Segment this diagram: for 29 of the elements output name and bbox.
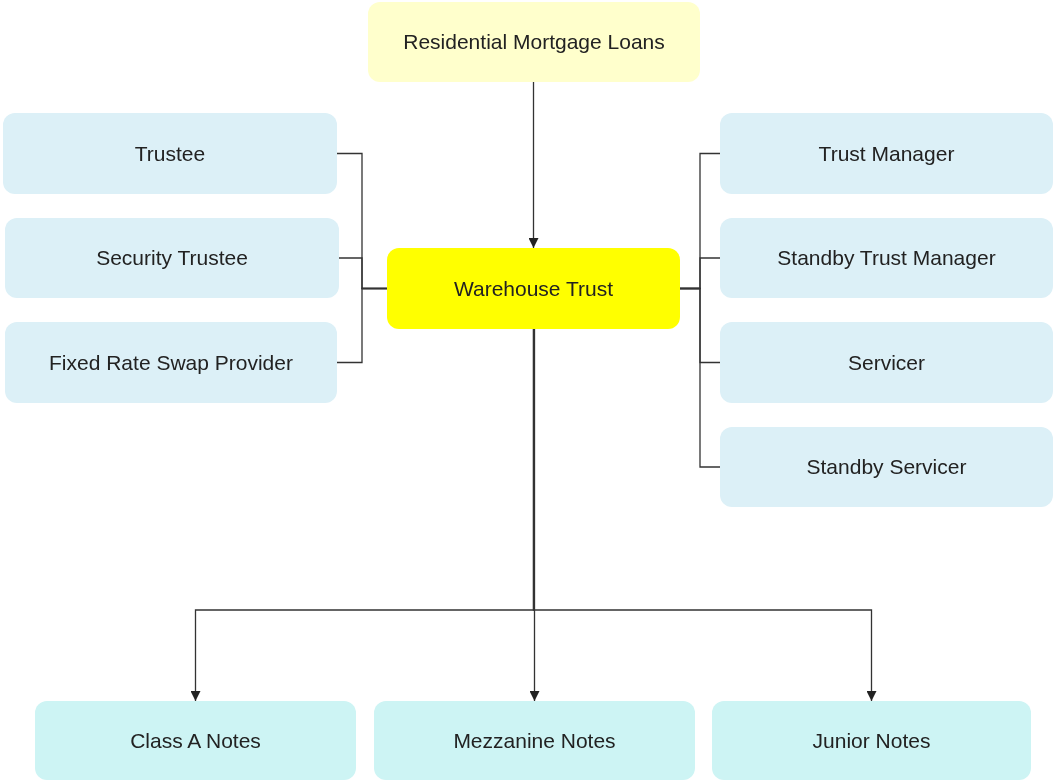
node-label: Security Trustee — [96, 245, 248, 272]
party-box — [3, 113, 337, 194]
party-box — [5, 218, 339, 298]
source-box — [368, 2, 700, 82]
node-label: Mezzanine Notes — [453, 727, 616, 754]
notes-box — [35, 701, 356, 780]
notes-box — [374, 701, 695, 780]
node-label: Standby Trust Manager — [777, 245, 996, 272]
arrow — [532, 328, 877, 702]
node-label: Fixed Rate Swap Provider — [49, 349, 293, 376]
notes-box — [712, 701, 1031, 780]
party-box — [720, 218, 1053, 298]
node-label: Trust Manager — [818, 140, 955, 167]
arrow — [529, 328, 540, 702]
node-label: Class A Notes — [130, 727, 261, 754]
node-label: Standby Servicer — [806, 454, 967, 481]
trust-box — [387, 248, 680, 329]
arrow — [528, 81, 539, 249]
party-box — [720, 427, 1053, 507]
party-box — [720, 113, 1053, 194]
party-box — [720, 322, 1053, 403]
party-box — [5, 322, 337, 403]
connector-line — [679, 287, 721, 468]
connector-line — [336, 287, 388, 364]
node-label: Trustee — [134, 140, 206, 167]
node-label: Warehouse Trust — [453, 275, 614, 302]
node-label: Servicer — [848, 349, 925, 376]
node-label: Residential Mortgage Loans — [403, 29, 665, 56]
node-label: Junior Notes — [812, 727, 931, 754]
